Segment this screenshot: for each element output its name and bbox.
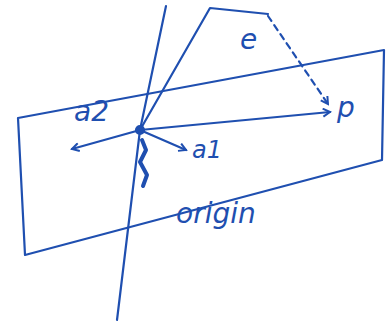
upper-vector (140, 8, 268, 130)
p-vector (140, 112, 330, 130)
vector-label: a2 (74, 98, 109, 126)
origin-point (136, 126, 144, 134)
vector-label: p (337, 94, 355, 122)
origin-pointer (140, 140, 147, 186)
point-label: origin (176, 200, 256, 228)
a2-vector (72, 130, 140, 149)
normal-line (117, 6, 166, 320)
e-vector (268, 16, 328, 104)
vector-label: e (240, 26, 257, 54)
plane-outline (18, 50, 384, 255)
vector-label: a1 (192, 138, 222, 162)
